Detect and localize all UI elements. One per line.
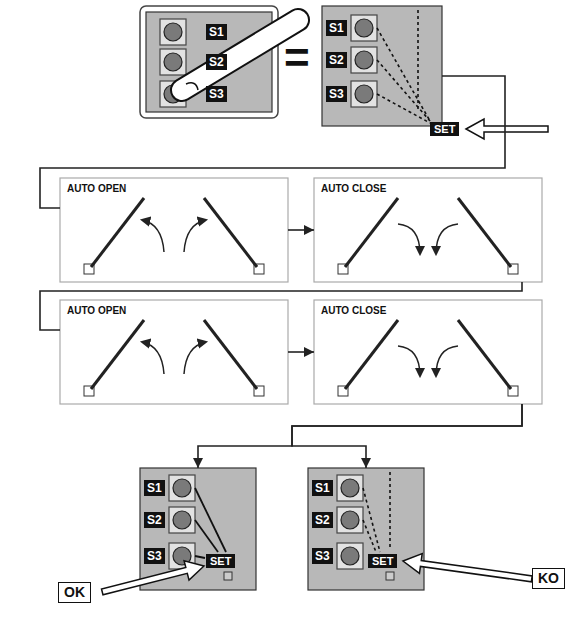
connector-line bbox=[198, 404, 522, 468]
flow-connector bbox=[40, 282, 522, 330]
button-label: S1 bbox=[326, 20, 347, 36]
control-panel: S1S2S3 SET bbox=[308, 468, 424, 590]
mode-title: AUTO OPEN bbox=[66, 183, 127, 195]
button-label: S3 bbox=[206, 86, 227, 102]
status-label: OK bbox=[58, 582, 91, 603]
flow-connector bbox=[288, 347, 314, 357]
button-label: S2 bbox=[312, 512, 333, 528]
flow-connector bbox=[193, 404, 522, 468]
mode-title: AUTO CLOSE bbox=[320, 183, 387, 195]
button-label: S1 bbox=[206, 24, 227, 40]
set-label: SET bbox=[430, 122, 459, 136]
set-label: SET bbox=[206, 554, 235, 568]
button-label: S2 bbox=[144, 512, 165, 528]
arrow-head bbox=[304, 225, 314, 235]
set-label: SET bbox=[368, 554, 397, 568]
arrow-head bbox=[304, 347, 314, 357]
mode-title: AUTO OPEN bbox=[66, 305, 127, 317]
mode-title: AUTO CLOSE bbox=[320, 305, 387, 317]
flow-connector bbox=[288, 225, 314, 235]
arrow-head bbox=[193, 458, 203, 468]
gate-panel: AUTO OPEN bbox=[60, 300, 288, 404]
control-panel: S1S2S3SET bbox=[322, 6, 442, 126]
button-label: S2 bbox=[326, 52, 347, 68]
flow-connector bbox=[40, 76, 505, 208]
control-panel: S1S2S3 SET bbox=[140, 468, 256, 590]
button-label: S3 bbox=[144, 548, 165, 564]
connector-line bbox=[40, 76, 505, 208]
button-label: S1 bbox=[144, 480, 165, 496]
button-label: S3 bbox=[326, 86, 347, 102]
button-label: S2 bbox=[206, 54, 227, 70]
control-panel: S1S2S3 bbox=[146, 12, 272, 112]
connector-line bbox=[40, 282, 522, 330]
arrow-head bbox=[361, 458, 371, 468]
gate-panel: AUTO CLOSE bbox=[314, 178, 542, 282]
gate-panel: AUTO OPEN bbox=[60, 178, 288, 282]
equals-sign: = bbox=[284, 36, 310, 80]
button-label: S3 bbox=[312, 548, 333, 564]
connector-line bbox=[292, 404, 522, 468]
flow-connector bbox=[292, 404, 522, 468]
button-label: S1 bbox=[312, 480, 333, 496]
gate-panel: AUTO CLOSE bbox=[314, 300, 542, 404]
status-label: KO bbox=[532, 568, 565, 589]
